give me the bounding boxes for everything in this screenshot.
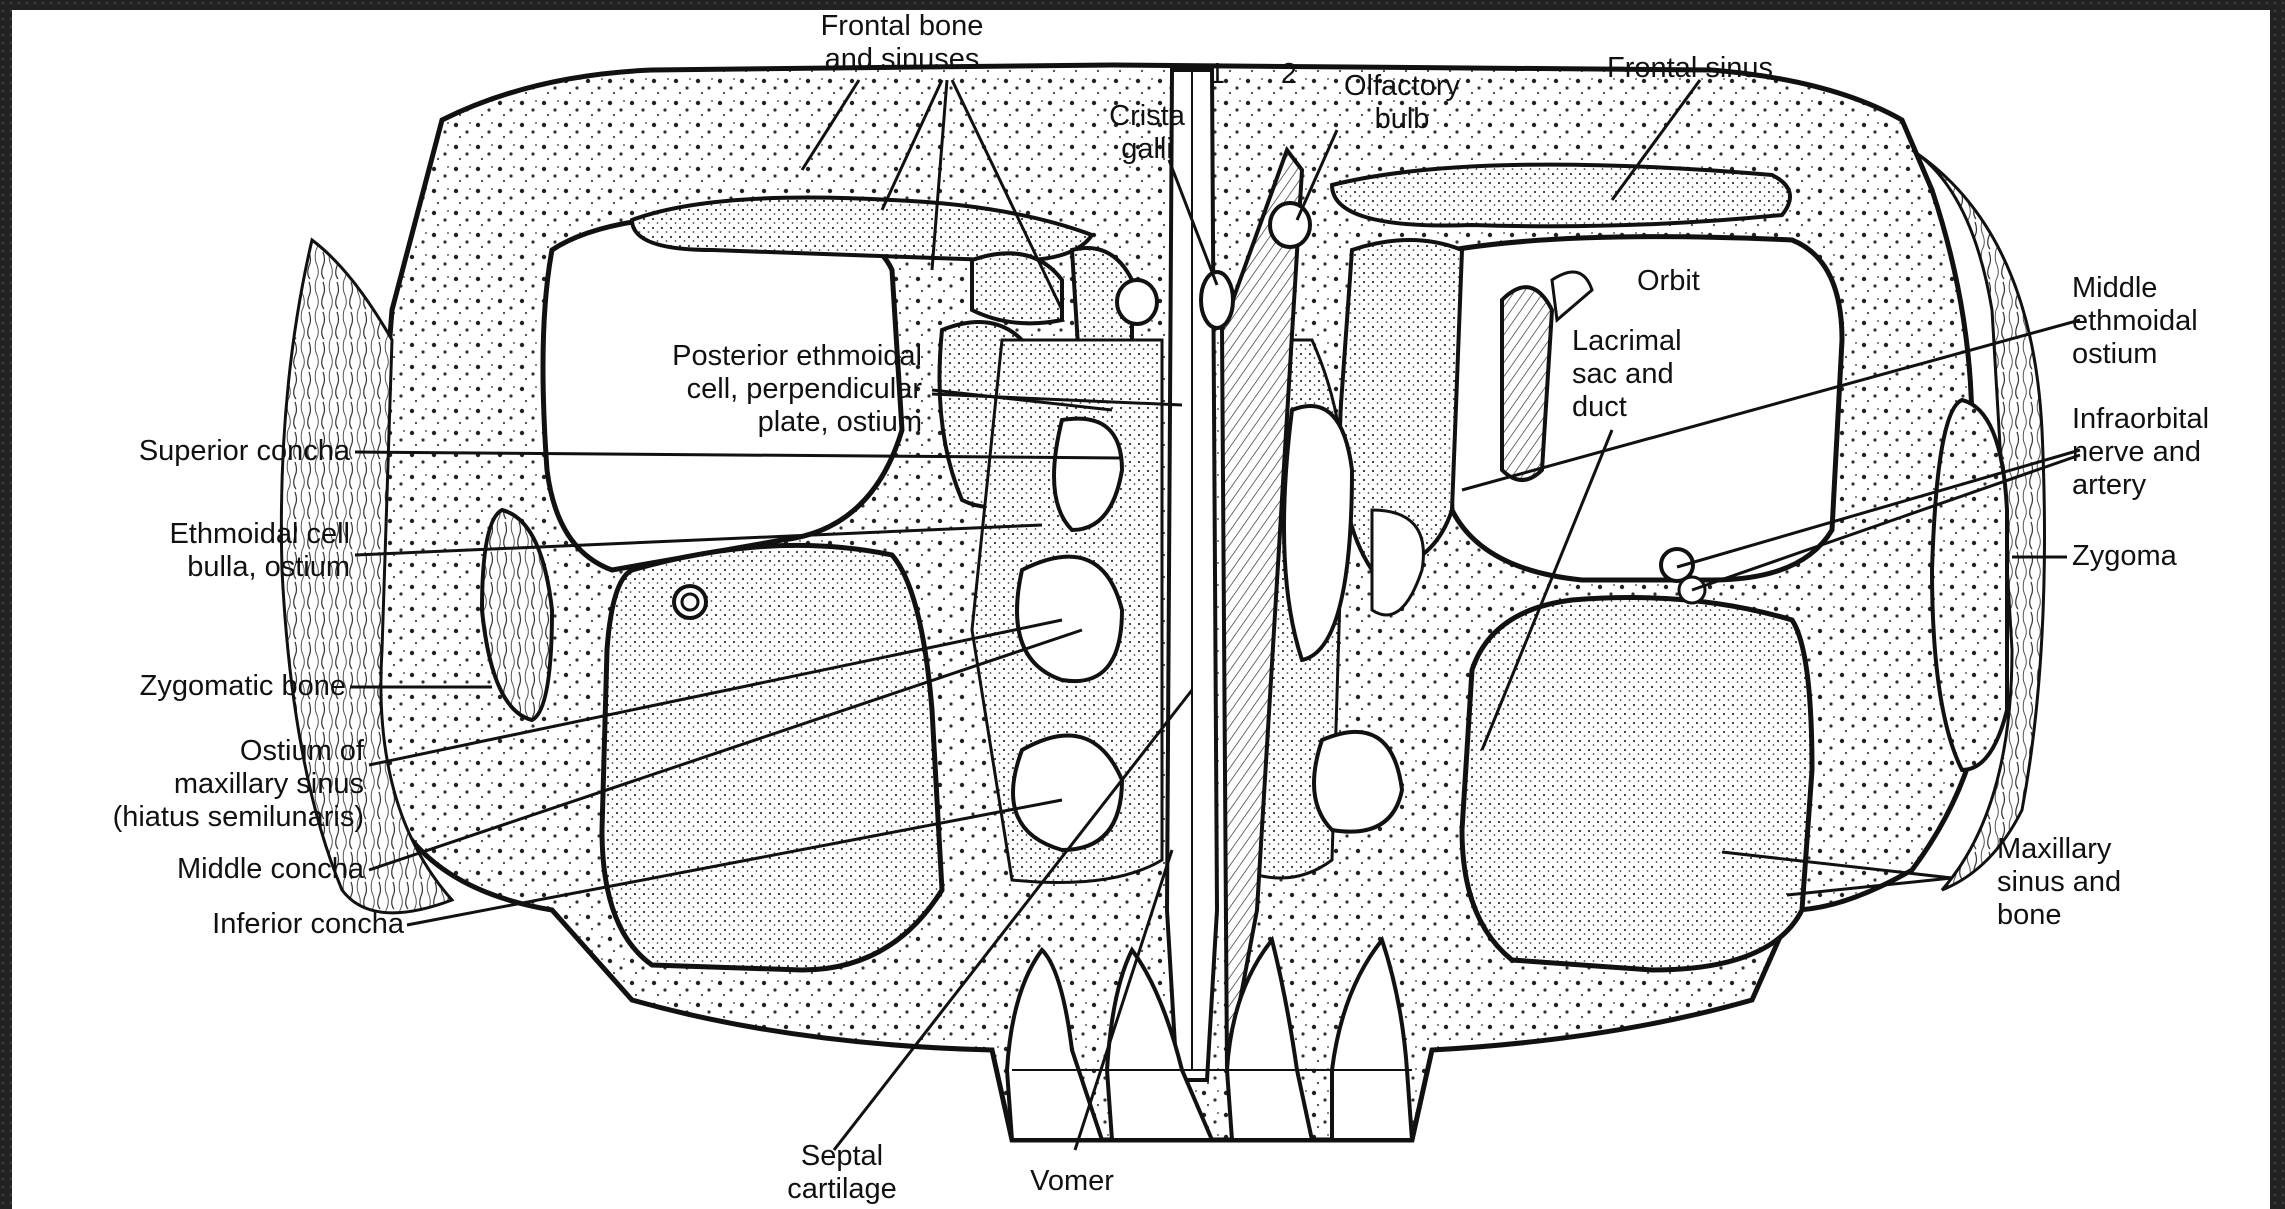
label-infraorbital-nerve-and-artery: Infraorbital nerve and artery	[2072, 403, 2272, 502]
diagram-panel: Frontal bone and sinuses 1 2 Crista gall…	[12, 10, 2270, 1209]
label-posterior-ethmoidal-cell: Posterior ethmoidal cell, perpendicular …	[532, 340, 922, 439]
label-ostium-of-maxillary-sinus: Ostium of maxillary sinus (hiatus semilu…	[12, 735, 364, 834]
label-superior-concha: Superior concha	[12, 435, 350, 468]
anatomy-illustration	[12, 10, 2270, 1209]
label-septal-cartilage: Septal cartilage	[767, 1140, 917, 1206]
label-vomer: Vomer	[1002, 1165, 1142, 1198]
label-lacrimal-sac-and-duct: Lacrimal sac and duct	[1572, 325, 1722, 424]
label-crista-galli: Crista galli	[1072, 100, 1222, 166]
label-number-2: 2	[1274, 58, 1304, 91]
label-middle-ethmoidal-ostium: Middle ethmoidal ostium	[2072, 272, 2262, 371]
label-zygomatic-bone: Zygomatic bone	[12, 670, 346, 703]
label-maxillary-sinus-and-bone: Maxillary sinus and bone	[1997, 833, 2197, 932]
right-maxillary-sinus	[1462, 598, 1812, 971]
label-orbit: Orbit	[1637, 265, 1757, 298]
label-inferior-concha: Inferior concha	[12, 908, 404, 941]
left-maxillary-sinus	[602, 545, 942, 970]
label-zygoma: Zygoma	[2072, 540, 2232, 573]
label-olfactory-bulb: Olfactory bulb	[1312, 70, 1492, 136]
label-ethmoidal-cell-bulla-ostium: Ethmoidal cell bulla, ostium	[12, 518, 350, 584]
label-middle-concha: Middle concha	[12, 853, 364, 886]
label-frontal-sinus: Frontal sinus	[1607, 52, 1867, 85]
label-frontal-bone-and-sinuses: Frontal bone and sinuses	[782, 10, 1022, 76]
label-number-1: 1	[1202, 58, 1232, 91]
